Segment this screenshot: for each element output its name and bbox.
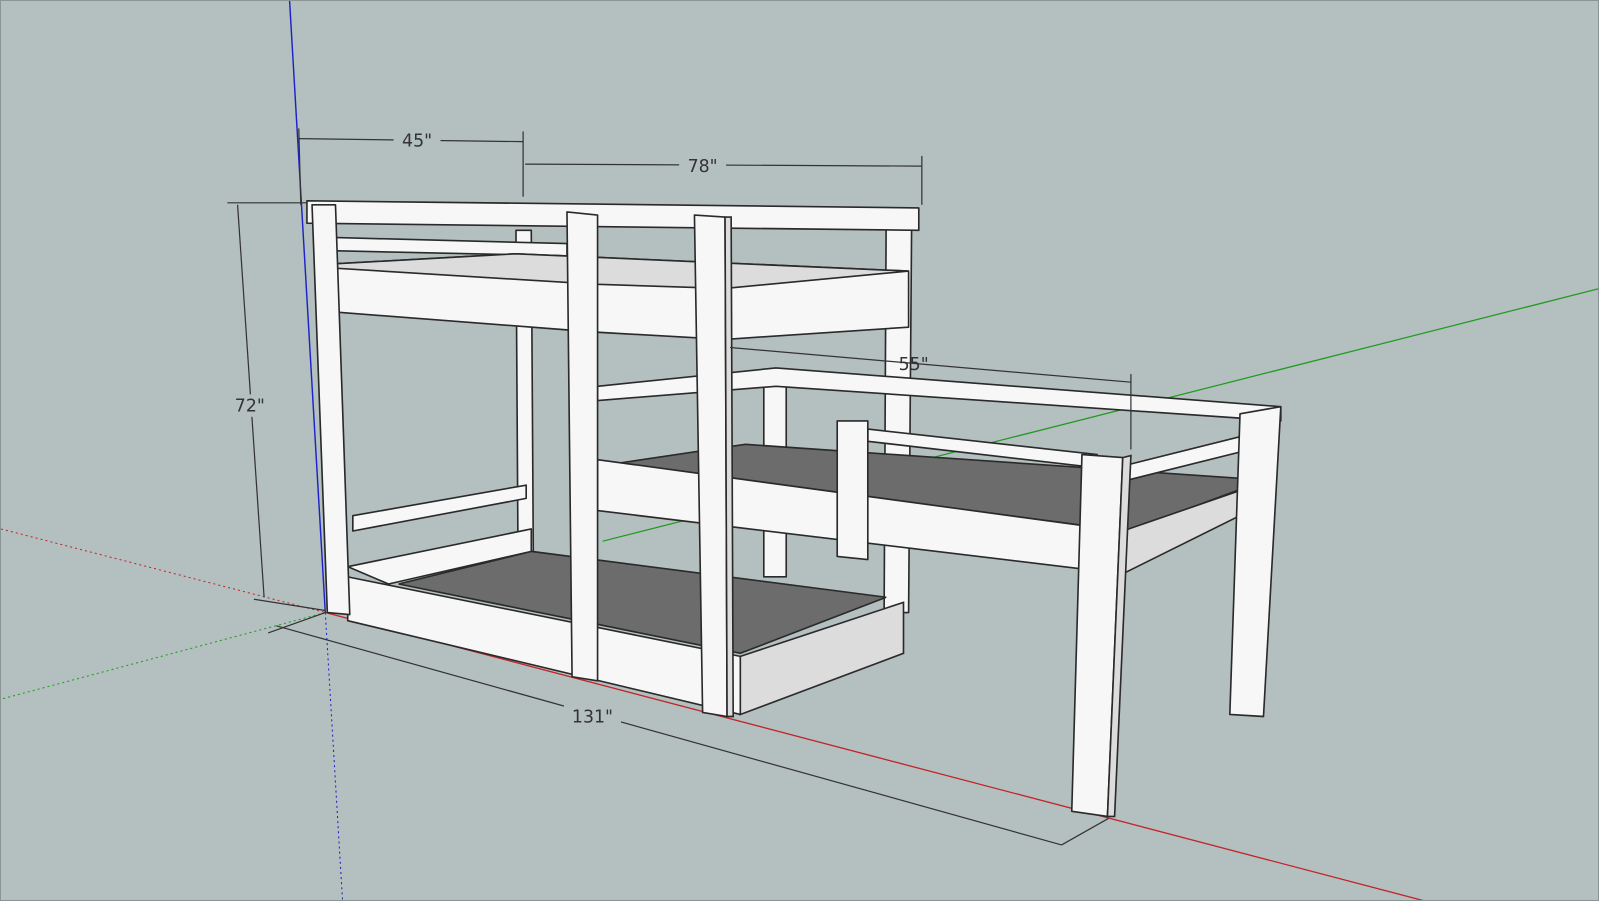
red-axis bbox=[325, 611, 1424, 900]
dimension-label-78: 78" bbox=[688, 157, 718, 177]
dimension-label-131: 131" bbox=[572, 708, 613, 728]
dimension-label-55: 55" bbox=[899, 355, 929, 375]
dimension-55: 55" bbox=[730, 346, 1132, 450]
dimension-label-45: 45" bbox=[402, 132, 432, 152]
dimension-45: 45" bbox=[298, 128, 524, 205]
blue-axis-dotted bbox=[324, 612, 344, 900]
blue-axis bbox=[288, 1, 326, 613]
lower-bunk bbox=[346, 484, 905, 716]
front-posts bbox=[311, 204, 735, 718]
dimension-78: 78" bbox=[525, 154, 923, 205]
dimension-label-72: 72" bbox=[235, 397, 265, 417]
upper-bunk bbox=[306, 199, 920, 341]
dimension-72: 72" bbox=[227, 202, 326, 612]
red-axis-dotted bbox=[1, 528, 326, 614]
dimension-131: 131" bbox=[267, 611, 1109, 846]
